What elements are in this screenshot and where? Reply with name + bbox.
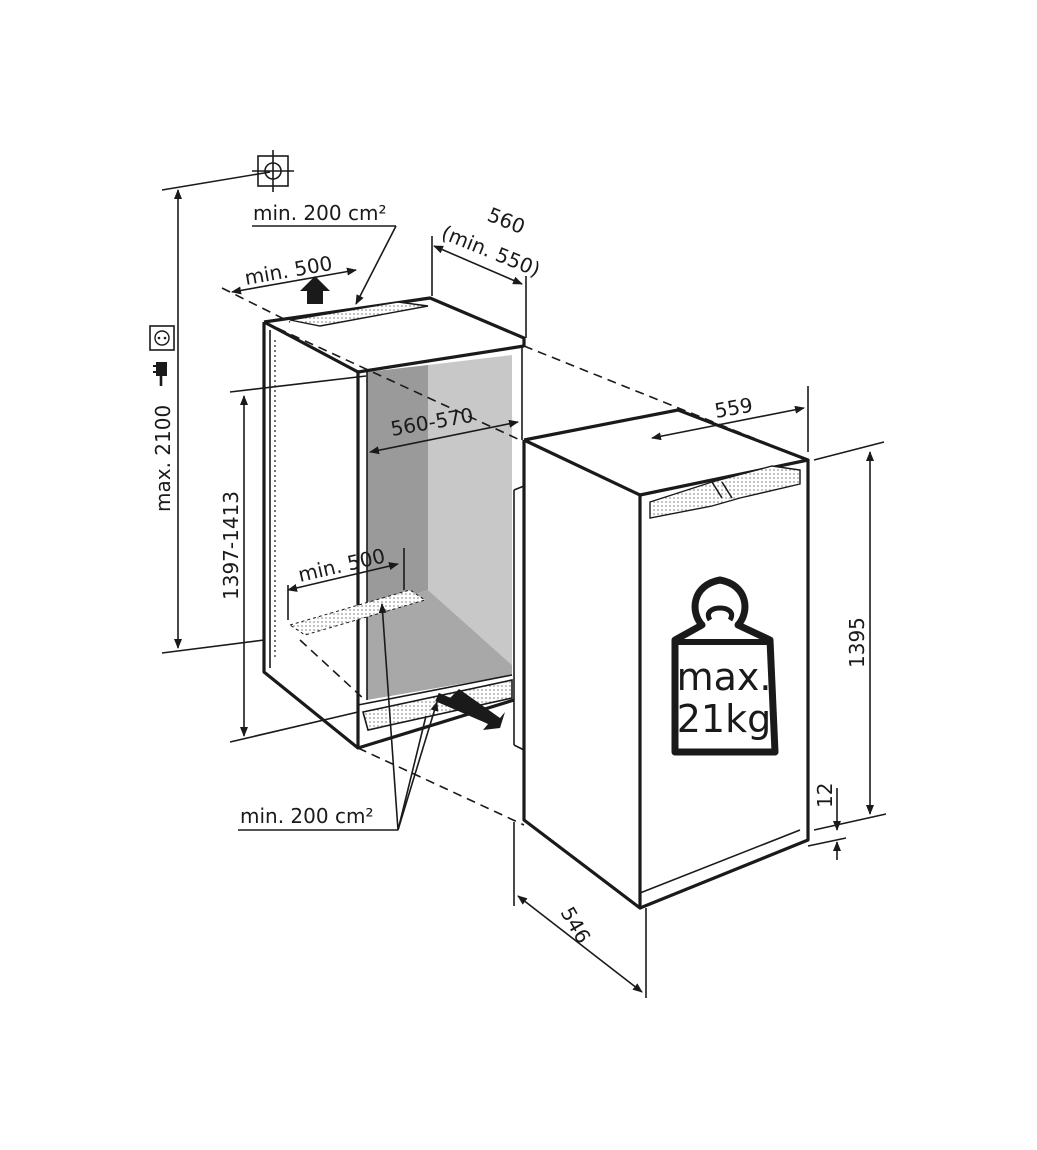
dim-appliance-depth (513, 822, 647, 998)
dim-bottom-depth (287, 548, 405, 620)
label-niche-height: 1397-1413 (219, 491, 243, 600)
appliance-top-vent (649, 465, 801, 519)
top-vent-slot (289, 301, 429, 327)
label-appliance-depth: 546 (556, 903, 596, 948)
label-niche-depth: 560 (484, 202, 528, 239)
label-max-height: max. 2100 (151, 405, 175, 512)
projection-lines (221, 287, 809, 826)
arrow-up-icon (300, 276, 330, 304)
niche-interior-left (367, 365, 428, 610)
label-niche-depth-min: (min. 550) (438, 220, 544, 281)
dim-top-vent-leader (252, 225, 397, 305)
dim-bottom-vent-leader (238, 603, 439, 831)
dim-niche-depth (431, 236, 527, 338)
dim-niche-height (229, 375, 367, 743)
dim-appliance-height (813, 441, 887, 831)
label-appliance-height: 1395 (845, 617, 869, 668)
dim-max-height (161, 171, 271, 654)
dim-appliance-width (651, 386, 809, 452)
niche-interior-floor (367, 590, 512, 700)
socket-icon (149, 325, 175, 351)
floor-vent-slot (288, 589, 427, 636)
dim-niche-width (369, 419, 519, 455)
dim-gap (807, 788, 847, 860)
weight-line1: max. (677, 655, 772, 699)
arrow-in-icon (435, 689, 505, 730)
weight-icon: max. 21kg (671, 576, 779, 756)
plug-icon (153, 362, 167, 386)
label-gap: 12 (813, 783, 837, 808)
label-bottom-vent-area: min. 200 cm² (240, 804, 373, 828)
niche-cabinet (262, 296, 526, 750)
label-top-vent-area: min. 200 cm² (253, 201, 386, 225)
weight-line2: 21kg (677, 697, 771, 741)
dim-top-depth (231, 267, 357, 295)
target-icon (252, 150, 294, 192)
